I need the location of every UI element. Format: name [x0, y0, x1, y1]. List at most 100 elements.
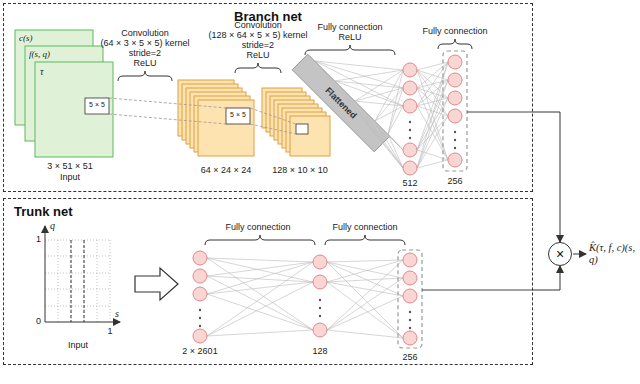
neuron — [193, 251, 207, 265]
neuron — [403, 63, 417, 77]
output-layer-frame — [398, 250, 422, 348]
conv-label: stride=2 — [129, 48, 161, 58]
neuron — [403, 143, 417, 157]
conv-label: (128 × 64 × 5 × 5) kernel — [209, 30, 308, 40]
conv-label: (64 × 3 × 5 × 5) kernel — [101, 38, 190, 48]
ellipsis-dot — [409, 311, 411, 313]
channel-label: c(s) — [19, 33, 33, 43]
connection-line — [355, 88, 403, 101]
conv-label: Convolution — [121, 28, 169, 38]
connection-line — [327, 296, 403, 330]
connection-lines — [207, 61, 448, 338]
input-label: Input — [68, 340, 88, 350]
multiply-circle: × — [548, 242, 572, 266]
dashed-line — [250, 124, 296, 134]
activation-label: ReLU — [133, 58, 156, 68]
connection-line — [207, 262, 313, 276]
panel-heading: Trunk net — [14, 204, 73, 219]
neuron — [403, 161, 417, 175]
output-arrow — [573, 254, 586, 255]
layer-label: Fully connection — [317, 22, 382, 32]
connection-line — [355, 101, 403, 150]
kernel-size: 5 × 5 — [89, 101, 105, 109]
curly-brace — [235, 63, 281, 73]
sensor-line — [71, 240, 72, 322]
input-channel — [35, 62, 113, 157]
ellipsis-dot — [409, 121, 411, 123]
neuron — [448, 73, 462, 87]
dimension-label: 512 — [402, 178, 417, 188]
input-label: Input — [60, 172, 80, 182]
neuron — [448, 55, 462, 69]
dashed-line — [109, 98, 226, 108]
axis-label: q — [50, 220, 55, 232]
connection-line — [207, 276, 313, 330]
grid-line — [71, 240, 72, 322]
connection-line — [315, 61, 403, 150]
connection-line — [327, 262, 403, 278]
layer-label: Fully connection — [332, 222, 397, 232]
connection-line — [327, 278, 403, 330]
neuron — [193, 269, 207, 283]
output-line — [467, 112, 533, 113]
grid-line — [45, 240, 110, 241]
connection-line — [207, 282, 313, 336]
neuron — [313, 255, 327, 269]
neuron — [193, 287, 207, 301]
connection-line — [327, 260, 403, 262]
axis-label: s — [115, 308, 119, 320]
connection-line — [207, 262, 313, 336]
neuron — [403, 289, 417, 303]
connection-line — [315, 61, 403, 106]
neuron — [403, 253, 417, 267]
connection-line — [315, 61, 403, 168]
y-axis — [45, 226, 46, 322]
connection-line — [207, 258, 313, 330]
output-line — [422, 290, 533, 291]
dimension-label: 128 × 10 × 10 — [272, 165, 328, 175]
curly-brace — [438, 39, 472, 49]
ellipsis-dot — [319, 307, 321, 309]
grid-line — [84, 240, 85, 322]
braces — [118, 39, 472, 245]
dimension-label: 128 — [312, 346, 327, 356]
grid-line — [45, 273, 110, 274]
receptive-field-lines — [109, 98, 296, 134]
ellipsis-dot — [409, 137, 411, 139]
kernel-size: 5 × 5 — [230, 111, 246, 119]
connection-line — [335, 70, 403, 81]
kernel-window — [226, 108, 250, 124]
curly-brace — [205, 235, 315, 245]
activation-label: ReLU — [338, 32, 361, 42]
input-stack — [15, 30, 113, 157]
layer-label: Fully connection — [422, 26, 487, 36]
ellipsis-dot — [409, 129, 411, 131]
grid-line — [110, 240, 111, 322]
dashed-line — [250, 108, 296, 124]
connection-line — [335, 81, 403, 150]
layer-label: Fully connection — [225, 222, 290, 232]
ellipsis-dot — [319, 299, 321, 301]
input-domain-plot — [45, 226, 120, 322]
feature-map-stack — [262, 88, 330, 156]
ellipsis-dot — [454, 147, 456, 149]
connection-line — [327, 282, 403, 338]
neuron — [313, 323, 327, 337]
connector — [533, 266, 560, 290]
connection-line — [207, 258, 313, 282]
dimension-label: 64 × 24 × 24 — [201, 165, 252, 175]
dimension-label: 256 — [447, 176, 462, 186]
tick-label: 0 — [36, 316, 41, 326]
x-axis — [45, 322, 120, 323]
flatten-label: Flattened — [323, 85, 358, 120]
output-layer-frame — [443, 51, 467, 171]
connection-line — [207, 276, 313, 282]
grid-line — [45, 306, 110, 307]
connection-line — [388, 134, 403, 150]
channel-label: τ — [40, 66, 44, 78]
dimension-label: 256 — [402, 352, 417, 362]
conv-label: Convolution — [234, 20, 282, 30]
feature-map-stack — [178, 80, 254, 156]
dimension-label: 2 × 2601 — [182, 346, 217, 356]
